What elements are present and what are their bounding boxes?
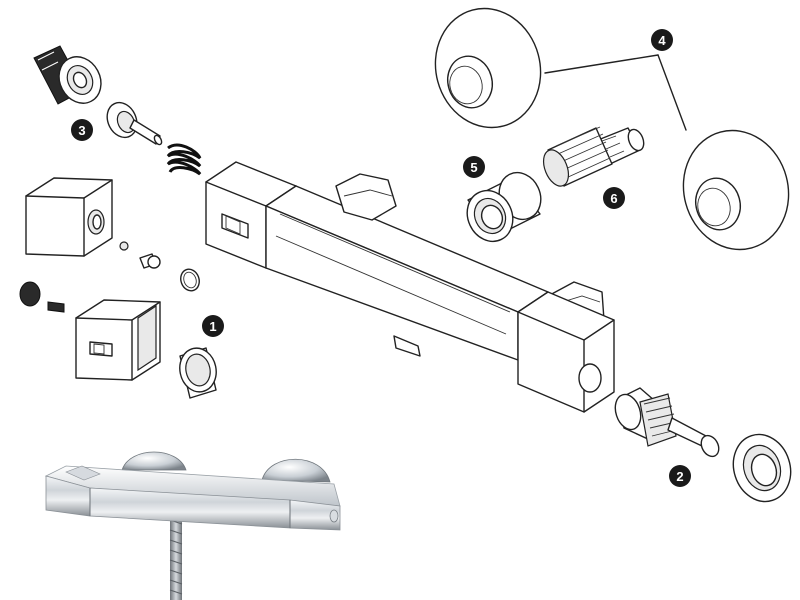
callout-5-label: 5 (470, 160, 477, 175)
callout-1-label: 1 (209, 319, 216, 334)
callout-3: 3 (71, 119, 93, 141)
small-screws (119, 241, 200, 292)
callout-1: 1 (202, 315, 224, 337)
callout-6-label: 6 (610, 191, 617, 206)
callout-leader-4 (544, 54, 687, 131)
wall-flange-lower (682, 129, 790, 251)
callout-6: 6 (603, 187, 625, 209)
product-photo (44, 451, 341, 600)
spindle-adaptor (106, 101, 163, 146)
elbow-connector (542, 126, 645, 187)
shroud (466, 171, 542, 243)
flow-cartridge (33, 43, 102, 105)
control-knob-lower (75, 299, 161, 381)
retaining-nut (732, 433, 792, 503)
spring (166, 143, 202, 176)
callout-4-label: 4 (658, 33, 666, 48)
thermostatic-cartridge (614, 387, 720, 458)
callout-2-label: 2 (676, 469, 683, 484)
callout-5: 5 (463, 156, 485, 178)
callout-4: 4 (651, 29, 673, 51)
control-knob-upper (25, 177, 113, 257)
callout-2: 2 (669, 465, 691, 487)
control-knob-adaptor (179, 347, 217, 399)
grub-screws (19, 281, 65, 313)
callout-3-label: 3 (78, 123, 85, 138)
wall-flange-upper (434, 7, 542, 129)
valve-body (205, 161, 615, 413)
